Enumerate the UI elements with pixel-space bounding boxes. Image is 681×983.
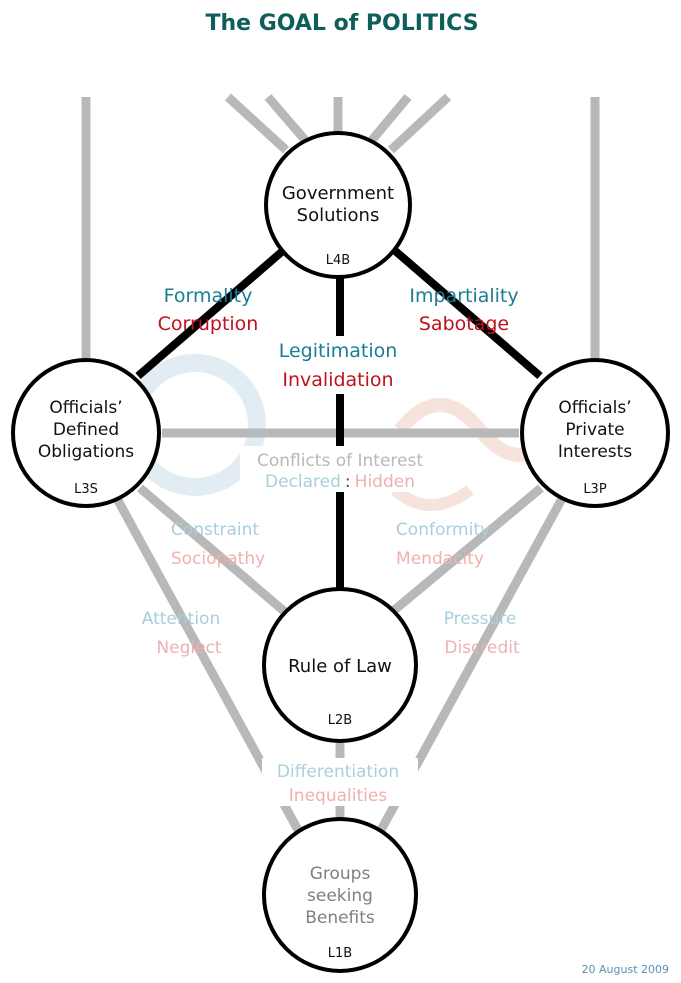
edge-labels: Formality Corruption Impartiality Sabota… [142, 285, 520, 806]
obligations-to-law [137, 484, 288, 616]
label-invalidation: Invalidation [282, 369, 393, 391]
label-legitimation: Legitimation [279, 340, 398, 362]
node-groups: Groups seeking Benefits L1B [262, 817, 418, 973]
node-obligations-line2: Defined [53, 420, 119, 440]
label-differentiation: Differentiation [277, 762, 399, 782]
node-obligations-line1: Officials’ [49, 398, 122, 418]
node-government: Government Solutions L4B [264, 131, 412, 279]
label-separator: : [345, 472, 351, 492]
label-mendacity: Mendacity [396, 549, 484, 569]
node-groups-line2: seeking [307, 886, 373, 906]
interests-to-law [389, 484, 544, 616]
label-neglect: Neglect [156, 638, 221, 658]
grey-connectors [81, 93, 600, 836]
black-connectors [135, 245, 543, 589]
node-groups-code: L1B [328, 946, 352, 961]
top-spoke-2 [264, 94, 309, 143]
node-groups-line1: Groups [310, 864, 371, 884]
node-obligations-line3: Obligations [38, 442, 134, 462]
node-government-line1: Government [282, 183, 394, 204]
node-interests: Officials’ Private Interests L3P [520, 358, 670, 508]
label-attention: Attention [142, 609, 220, 629]
top-spoke-5 [387, 93, 452, 154]
label-sabotage: Sabotage [419, 313, 509, 335]
date-stamp: 20 August 2009 [582, 963, 669, 976]
node-law-line1: Rule of Law [288, 656, 392, 677]
node-interests-code: L3P [583, 482, 607, 497]
gov-to-obligations [135, 245, 288, 380]
label-declared-hidden: Declared:Hidden [265, 472, 415, 492]
gov-to-interests [390, 245, 543, 380]
label-conformity: Conformity [396, 520, 490, 540]
node-interests-line3: Interests [558, 442, 633, 462]
label-formality: Formality [164, 285, 253, 307]
node-obligations: Officials’ Defined Obligations L3S [11, 358, 161, 508]
label-impartiality: Impartiality [409, 285, 518, 307]
node-interests-line2: Private [565, 420, 624, 440]
label-hidden: Hidden [355, 472, 415, 492]
label-conflicts-of-interest: Conflicts of Interest [257, 451, 423, 471]
label-pressure: Pressure [444, 609, 517, 629]
top-spoke-1 [224, 93, 290, 154]
node-government-code: L4B [326, 253, 350, 268]
label-constraint: Constraint [171, 520, 259, 540]
top-spoke-4 [368, 94, 412, 143]
node-interests-line1: Officials’ [558, 398, 631, 418]
label-declared: Declared [265, 472, 341, 492]
page-title: The GOAL of POLITICS [205, 11, 478, 36]
node-government-line2: Solutions [297, 205, 380, 226]
node-groups-line3: Benefits [305, 908, 375, 928]
label-inequalities: Inequalities [289, 786, 388, 806]
label-sociopathy: Sociopathy [171, 549, 265, 569]
node-law-code: L2B [328, 713, 352, 728]
label-discredit: Discredit [444, 638, 520, 658]
node-law: Rule of Law L2B [262, 587, 418, 743]
label-corruption: Corruption [158, 313, 259, 335]
node-obligations-code: L3S [74, 482, 98, 497]
